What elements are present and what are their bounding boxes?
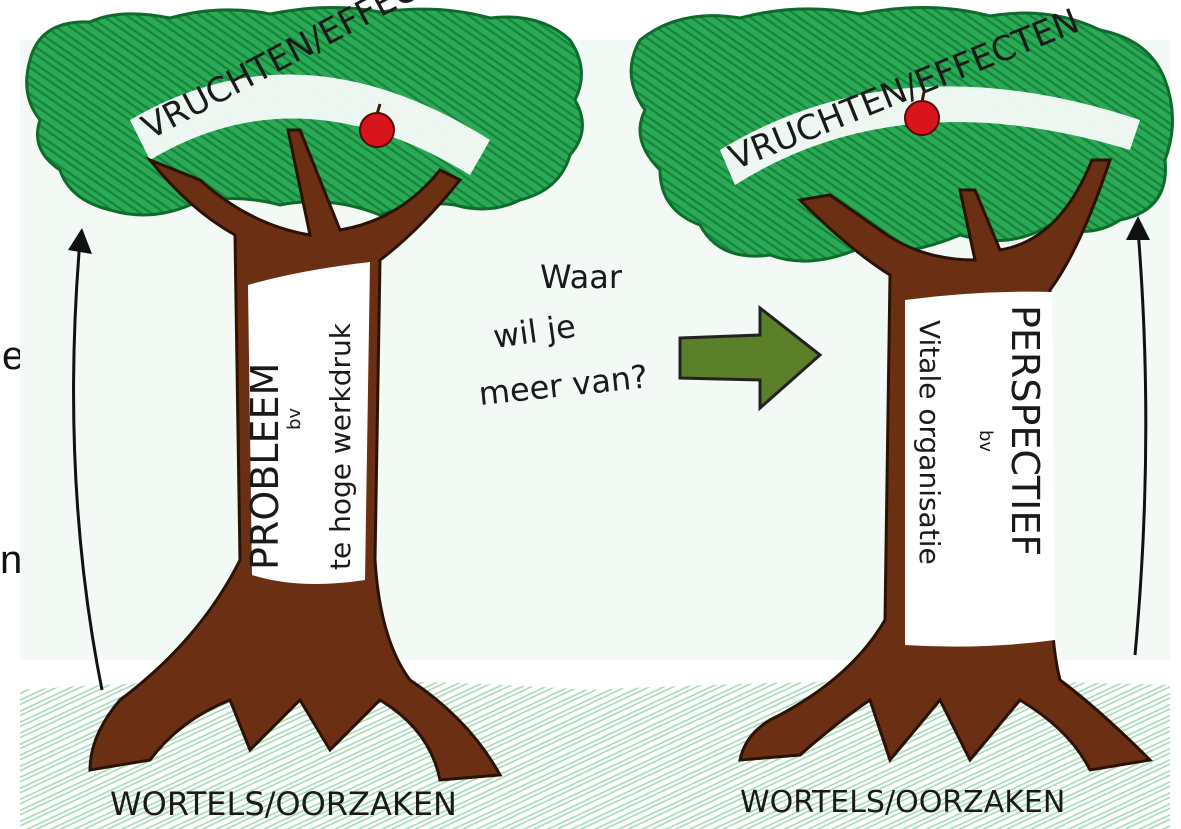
right-root-label: WORTELS/OORZAKEN [740,785,1065,820]
right-trunk-title: PERSPECTIEF [1003,305,1047,556]
up-arrow-icon [1126,216,1150,656]
right-crown-band [720,86,1140,185]
left-trunk-bv: bv [284,408,305,430]
left-tree: VRUCHTEN/EFFECTEN PROBLEEM bv te hoge we… [25,0,584,782]
left-trunk-panel [248,262,370,584]
apple-icon [359,103,395,148]
right-trunk-example: Vitale organisatie [913,320,946,565]
apple-icon [904,91,940,136]
left-crown-band [130,74,490,175]
left-root-label: WORTELS/OORZAKEN [110,785,457,823]
right-trunk-panel [905,291,1055,647]
up-arrow-icon [68,228,104,691]
center-line-1: Waar [540,258,623,296]
left-trunk-example: te hoge werkdruk [324,322,357,570]
right-tree: VRUCHTEN/EFFECTEN PERSPECTIEF bv Vitale … [629,1,1174,772]
left-trunk-title: PROBLEEM [243,363,287,570]
right-tree-crown [629,6,1174,263]
side-text-fragment-bottom: n [0,538,23,582]
right-arrow-icon [678,304,823,412]
right-trunk-bv: bv [975,430,996,452]
